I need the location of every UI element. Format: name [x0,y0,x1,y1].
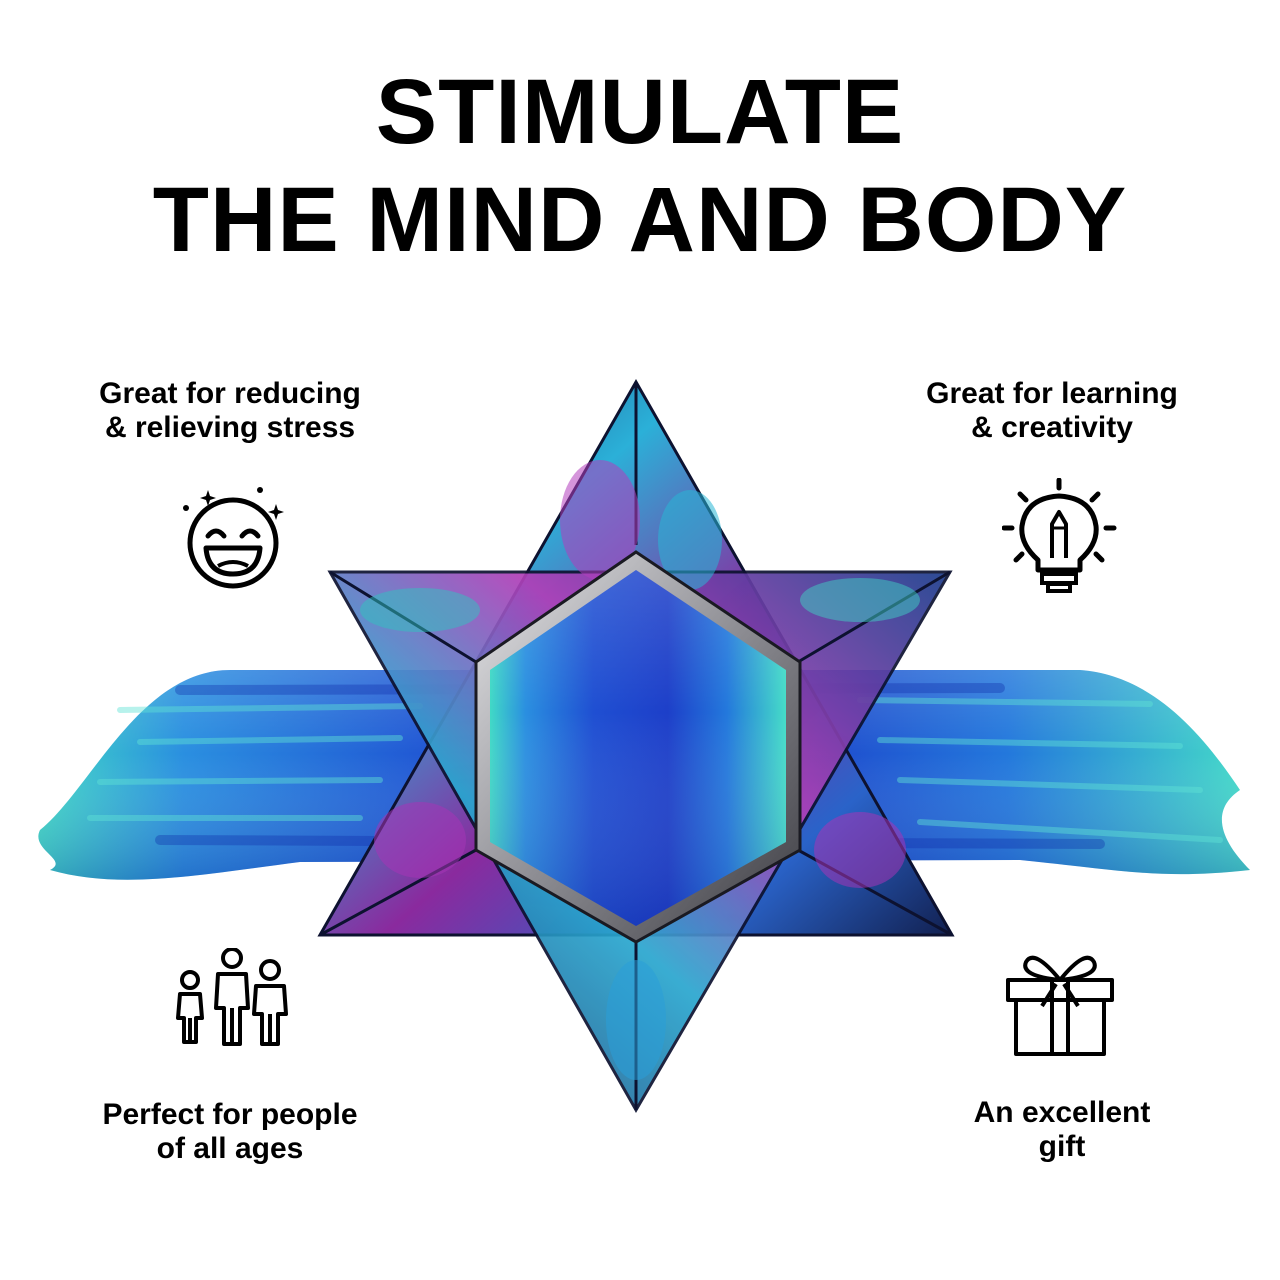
feature-gift-line-2: gift [1038,1130,1086,1163]
feature-learning-caption: Great for learning & creativity [872,377,1232,445]
smiling-face-icon [178,478,288,593]
feature-ages-line-1: Perfect for people [102,1098,358,1131]
star-shape [317,378,955,1114]
feature-stress-line-2: & relieving stress [104,411,356,444]
feature-stress-caption: Great for reducing & relieving stress [50,377,410,445]
headline-line-1: STIMULATE [375,61,905,163]
feature-learning-line-1: Great for learning [926,377,1178,410]
headline-line-2: THE MIND AND BODY [152,169,1128,271]
gift-box-icon [1000,944,1120,1056]
feature-gift-caption: An excellent gift [882,1096,1242,1164]
product-image [38,378,1250,1114]
feature-stress-line-1: Great for reducing [99,377,361,410]
feature-gift-line-1: An excellent [973,1096,1151,1129]
product-hero [0,370,1280,1130]
feature-learning-line-2: & creativity [971,411,1133,444]
lightbulb-pencil-icon [1002,478,1117,596]
feature-ages-line-2: of all ages [156,1132,304,1165]
family-people-icon [170,948,295,1048]
feature-ages-caption: Perfect for people of all ages [50,1098,410,1166]
headline: STIMULATE THE MIND AND BODY [0,58,1280,274]
